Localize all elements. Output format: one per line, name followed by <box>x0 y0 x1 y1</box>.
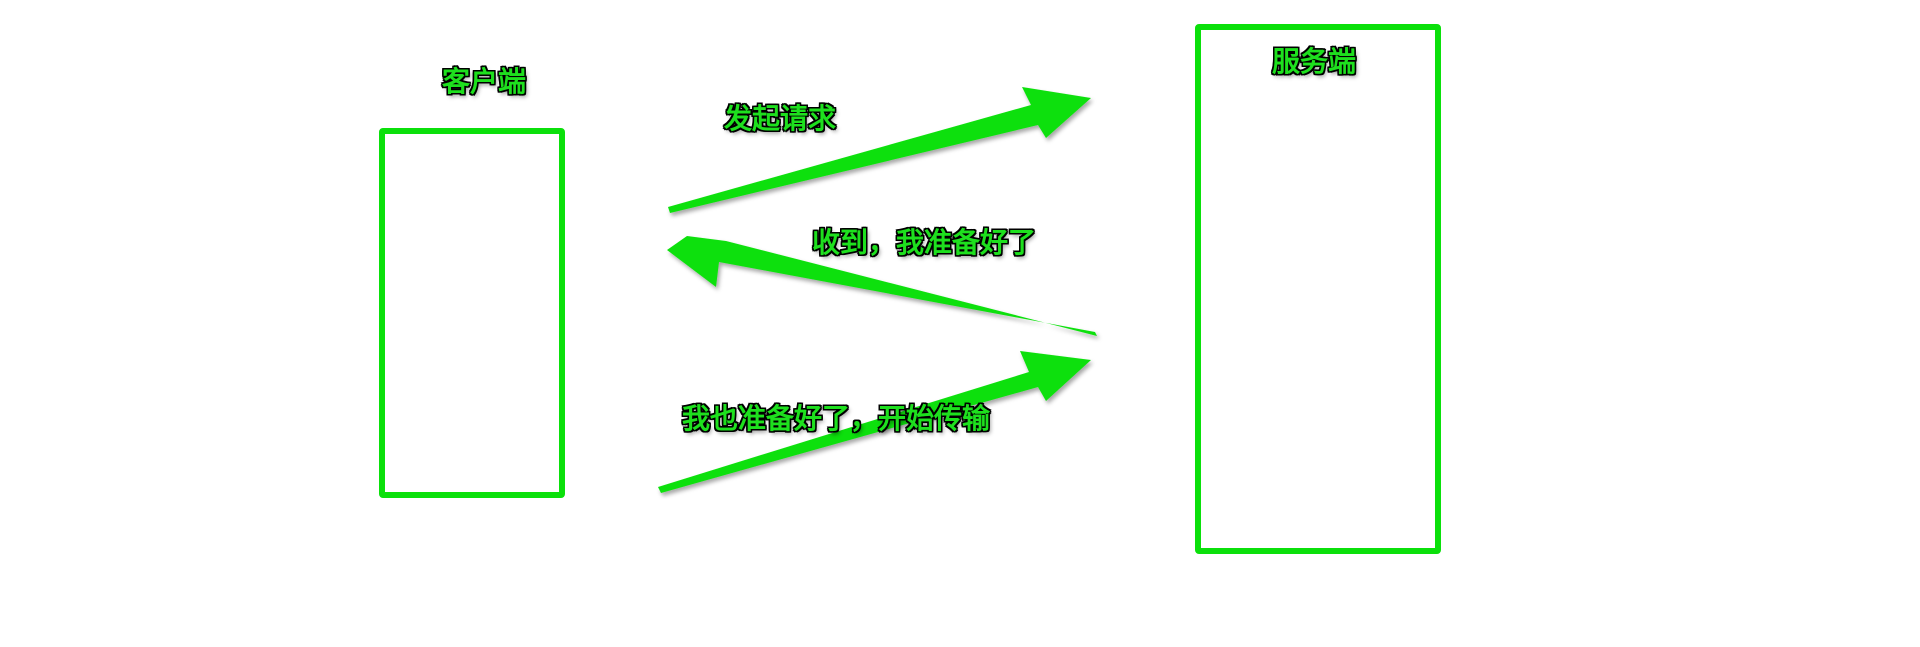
server-label: 服务端 <box>1272 45 1357 78</box>
arrow-response <box>667 236 1097 336</box>
arrow-request <box>668 87 1091 213</box>
message-response-label: 收到，我准备好了 <box>812 226 1037 259</box>
message-request-label: 发起请求 <box>724 102 837 135</box>
client-label: 客户端 <box>442 65 527 98</box>
arrow-ack <box>658 351 1091 493</box>
client-box <box>379 128 565 498</box>
message-ack-label: 我也准备好了，开始传输 <box>682 402 991 435</box>
server-box <box>1195 24 1441 554</box>
